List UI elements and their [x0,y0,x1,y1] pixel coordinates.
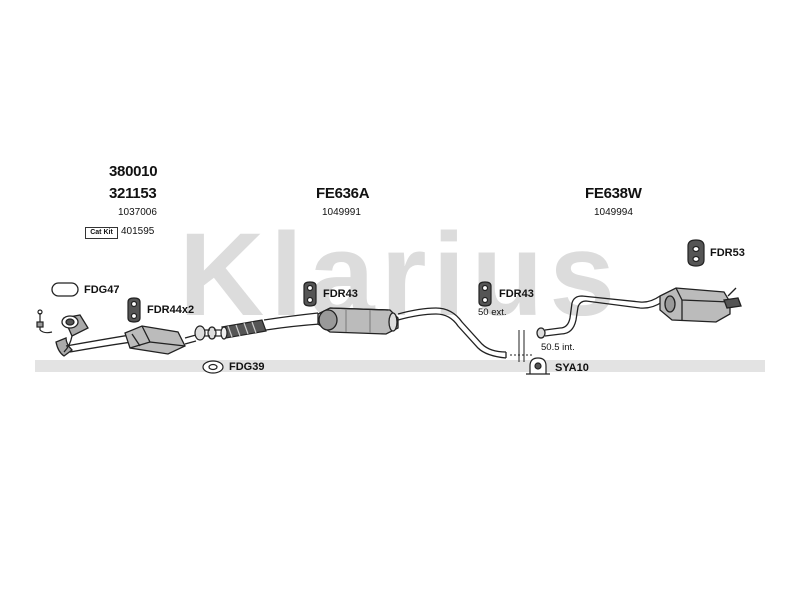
rear-pipe-icon [536,295,663,339]
watermark-bar [35,360,765,372]
sya10-clamp-icon [526,357,550,375]
fdr43-rear-label: FDR43 [499,288,534,300]
front-ref: 1037006 [118,207,157,218]
fdr44x2-label: FDR44x2 [147,304,195,316]
cat-kit-badge: Cat Kit [85,227,118,239]
fdg47-label: FDG47 [84,284,120,296]
flex-pipe-icon [220,319,267,340]
fdg47-gasket-icon [51,282,79,297]
intermediate-pipe-icon [397,307,507,359]
front-code-2: 321153 [109,185,157,202]
front-downpipe-icon [55,314,133,357]
cut-point-icon [510,330,532,362]
catalytic-converter-icon [124,325,197,355]
ext-length-note: 50 ext. [478,307,507,318]
sya10-label: SYA10 [555,362,589,374]
int-length-note: 50.5 int. [541,342,575,353]
fdg39-gasket-icon [202,360,224,374]
rear-ref: 1049994 [594,207,633,218]
rear-silencer-icon [659,287,742,323]
cat-kit-ref: 401595 [121,226,155,237]
fdr43-middle-label: FDR43 [323,288,358,300]
front-code-1: 380010 [109,163,158,180]
fdr53-rubber-icon [687,239,705,267]
middle-silencer-icon [317,307,399,335]
fdr43-middle-rubber-icon [303,281,317,307]
lambda-sensor-icon [36,309,53,334]
rear-code: FE638W [585,185,642,202]
fdg39-label: FDG39 [229,361,265,373]
fdr43-rear-rubber-icon [478,281,492,307]
fdr44-rubber-icon [127,297,141,323]
middle-ref: 1049991 [322,207,361,218]
watermark-logo: Klarius [179,209,621,341]
joint-clamp-icon [194,325,222,341]
middle-code: FE636A [316,185,370,202]
front-pipe-icon [263,312,321,331]
fdr53-label: FDR53 [710,247,745,259]
